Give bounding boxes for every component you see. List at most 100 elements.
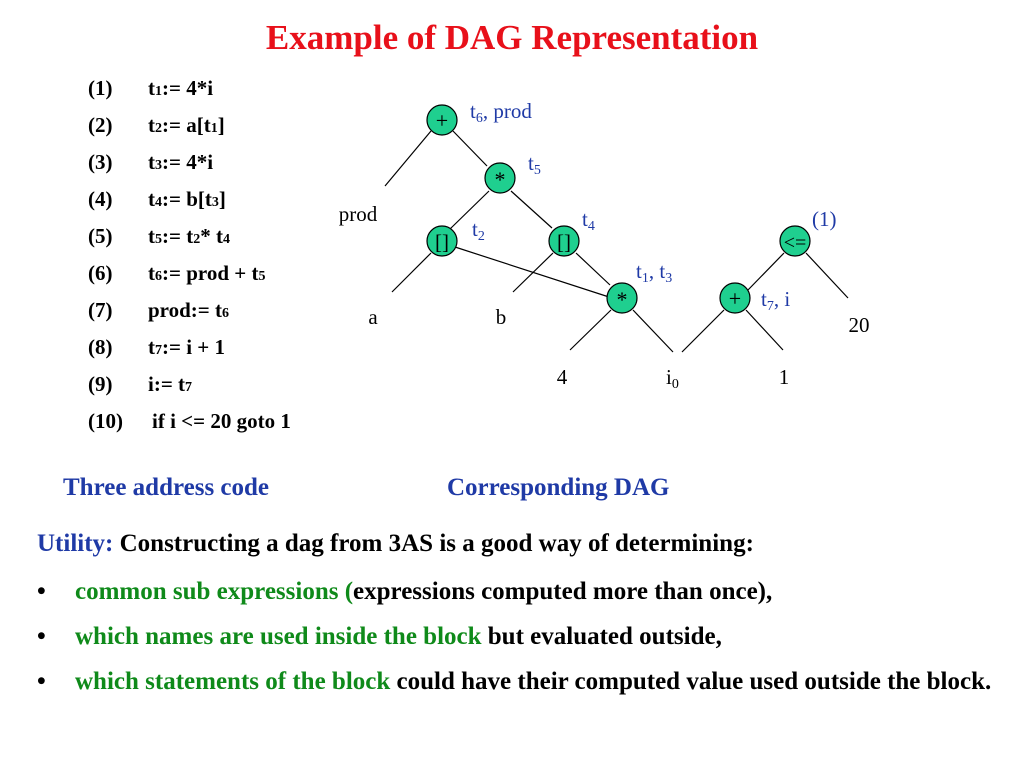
bullet-highlight: which names are used inside the block (75, 623, 482, 650)
dag-node-le: <= (779, 225, 811, 257)
code-text: t (148, 150, 155, 174)
label-text: t (470, 99, 476, 123)
edge-idxa-a (391, 252, 432, 293)
leaf-one: 1 (779, 365, 790, 389)
edge-idxb-b (512, 252, 554, 293)
bullet-dot: • (37, 623, 46, 650)
utility-label: Utility: (37, 530, 114, 557)
dag-diagram: + * [] [] * + <= prod a b 4 i0 (339, 99, 870, 392)
edge-plusi-i0 (681, 309, 725, 353)
leaf-a: a (368, 305, 378, 329)
node-op: + (436, 108, 448, 133)
label-statement-1: (1) (812, 207, 837, 231)
code-subscript: 3 (155, 158, 162, 173)
line-number: (8) (88, 335, 113, 359)
label-subscript: 3 (665, 271, 672, 286)
dag-node-plus-i: + (719, 282, 751, 314)
utility-text: Constructing a dag from 3AS is a good wa… (113, 530, 754, 557)
code-text: := prod + t (162, 261, 259, 285)
code-text: := 4*i (162, 76, 214, 100)
leaf-prod: prod (339, 202, 378, 226)
label-text: t (472, 217, 478, 241)
utility-bullet-list: • common sub expressions (expressions co… (37, 574, 997, 709)
code-subscript: 2 (155, 121, 162, 136)
label-text: t (528, 151, 534, 175)
edge-plusi-one (745, 309, 784, 351)
code-text: t (148, 76, 155, 100)
label-text: , t (649, 259, 666, 283)
code-text: t (148, 187, 155, 211)
line-number: (5) (88, 224, 113, 248)
bullet-common-subexpressions: • common sub expressions (expressions co… (37, 574, 997, 610)
code-text: t (148, 335, 155, 359)
page-title: Example of DAG Representation (265, 18, 759, 57)
dag-node-plus-top: + (426, 104, 458, 136)
bullet-names-used-inside: • which names are used inside the block … (37, 619, 997, 655)
code-subscript: 7 (155, 343, 162, 358)
code-text: := i + 1 (162, 335, 226, 359)
code-text: t (148, 113, 155, 137)
label-text: t (582, 207, 588, 231)
line-number: (2) (88, 113, 113, 137)
bullet-text: but evaluated outside, (481, 623, 722, 650)
bullet-statements-of-block: • which statements of the block could ha… (37, 664, 997, 700)
edge-mul-idxa (449, 190, 490, 230)
edge-le-plusi (746, 252, 785, 292)
code-text: ] (217, 113, 225, 137)
bullet-highlight: which statements of the block (75, 668, 391, 695)
edge-plus-prod (384, 130, 432, 187)
code-text: t (148, 224, 155, 248)
node-op: * (495, 167, 506, 192)
code-text: := b[t (162, 187, 212, 211)
label-text: t (761, 287, 767, 311)
dag-node-mul-top: * (484, 162, 516, 194)
label-subscript: 5 (534, 163, 541, 178)
code-subscript: 7 (185, 380, 193, 395)
code-subscript: 5 (258, 269, 266, 284)
line-number: (7) (88, 298, 113, 322)
code-text: := a[t (162, 113, 211, 137)
leaf-i0: i0 (666, 365, 679, 392)
node-op: [] (557, 230, 571, 254)
code-subscript: 2 (193, 232, 201, 247)
label-subscript: 6 (476, 111, 483, 126)
dag-node-index-a: [] (426, 225, 458, 257)
code-text: * t (200, 224, 223, 248)
code-text: := 4*i (162, 150, 214, 174)
code-subscript: 6 (222, 306, 230, 321)
label-t5: t5 (528, 151, 541, 178)
bullet-dot: • (37, 668, 46, 695)
label-text: t (636, 259, 642, 283)
line-number: (9) (88, 372, 113, 396)
caption-corresponding-dag: Corresponding DAG (447, 474, 670, 501)
line-number: (6) (88, 261, 113, 285)
code-text: if i <= 20 goto 1 (152, 409, 291, 433)
code-text: ] (218, 187, 226, 211)
bullet-highlight: common sub expressions ( (75, 578, 354, 605)
dag-leaves: prod a b 4 i0 1 20 (339, 202, 870, 392)
label-t1-t3: t1, t3 (636, 259, 672, 286)
leaf-twenty: 20 (849, 313, 870, 337)
node-op: + (729, 286, 741, 311)
edge-mullow-i0 (632, 309, 674, 353)
node-op: [] (435, 230, 449, 254)
code-text: prod:= t (148, 298, 223, 322)
code-subscript: 4 (155, 195, 162, 210)
label-t2: t2 (472, 217, 485, 244)
code-text: t (148, 261, 155, 285)
bullet-dot: • (37, 578, 46, 605)
code-subscript: 1 (210, 121, 218, 136)
leaf-four: 4 (557, 365, 568, 389)
dag-labels: t6, prod t5 t2 t4 t1, t3 t7, i (1) (470, 99, 837, 314)
label-subscript: 7 (767, 299, 774, 314)
edge-le-twenty (805, 252, 849, 299)
label-subscript: 2 (478, 229, 485, 244)
leaf-i0-text: i (666, 365, 672, 389)
